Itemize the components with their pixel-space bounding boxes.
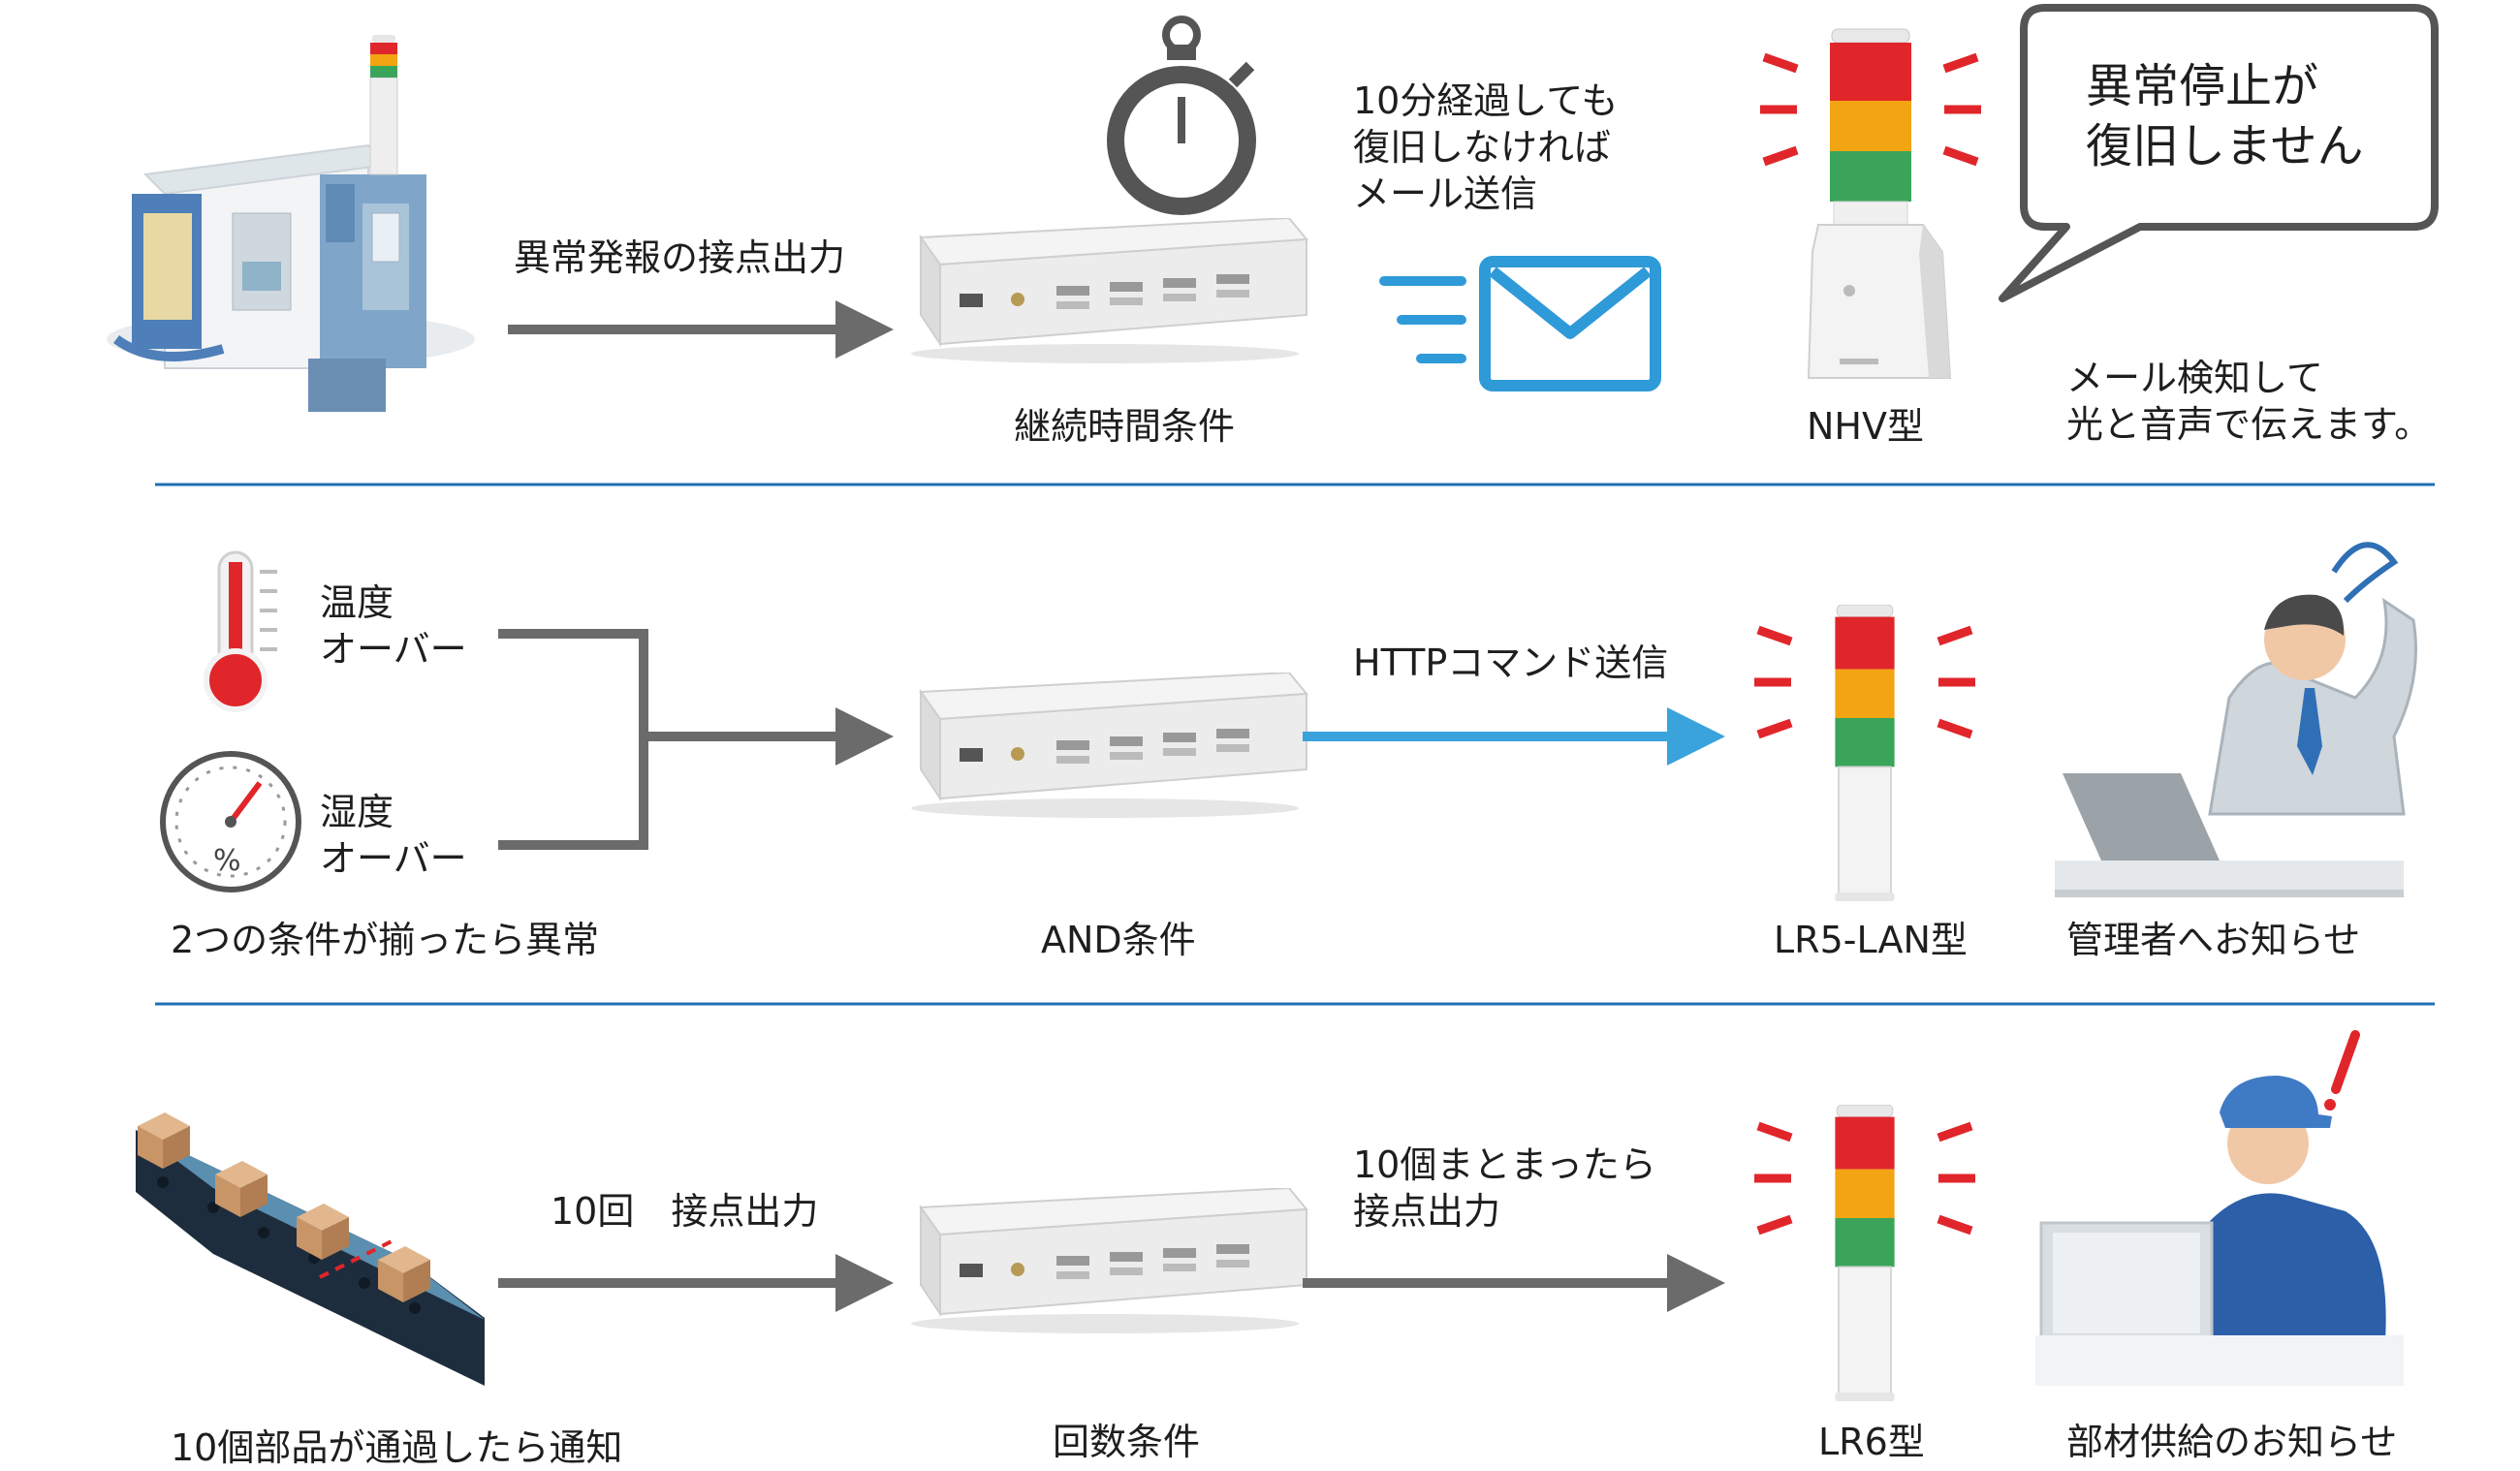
speech-bubble-text: 異常停止が 復旧しません bbox=[2086, 59, 2364, 173]
row1-mail-label: 10分経過しても 復旧しなければ メール送信 bbox=[1353, 79, 1619, 215]
row3-source-label: 10個部品が通過したら通知 bbox=[171, 1426, 623, 1469]
conveyor-belt-icon bbox=[136, 1112, 485, 1386]
row2-temp-label: 温度 オーバー bbox=[320, 581, 467, 671]
row1-arrow-label: 異常発報の接点出力 bbox=[514, 236, 846, 279]
row3-result-label: 部材供給のお知らせ bbox=[2066, 1421, 2398, 1463]
controller-box-icon bbox=[910, 218, 1307, 363]
row2-arrow-label: HTTPコマンド送信 bbox=[1353, 642, 1669, 684]
signal-tower-icon bbox=[1754, 1105, 1975, 1401]
row2-humid-label: 湿度 オーバー bbox=[320, 791, 467, 880]
worker-alert-icon bbox=[2035, 1030, 2404, 1386]
row2-result-label: 管理者へお知らせ bbox=[2066, 919, 2361, 961]
gauge-percent-symbol: % bbox=[213, 844, 241, 878]
speech-bubble bbox=[1999, 4, 2439, 302]
row2-source-label: 2つの条件が揃ったら異常 bbox=[171, 919, 600, 961]
row3-arrow-label: 10回 接点出力 bbox=[551, 1190, 819, 1233]
nhv-signal-tower-icon bbox=[1760, 28, 1981, 379]
row1-result-label: メール検知して 光と音声で伝えます。 bbox=[2066, 357, 2432, 446]
row3-tower-label: LR6型 bbox=[1818, 1421, 1925, 1463]
row2-tower-label: LR5-LAN型 bbox=[1774, 919, 1968, 961]
worried-admin-icon bbox=[2055, 542, 2417, 897]
signal-tower-icon bbox=[1754, 605, 1975, 901]
stopwatch-icon bbox=[1107, 16, 1256, 215]
mail-icon bbox=[1379, 256, 1661, 391]
row1-tower-label: NHV型 bbox=[1807, 405, 1924, 448]
machine-tool-icon bbox=[107, 35, 475, 412]
row2-device-label: AND条件 bbox=[1041, 919, 1196, 961]
row3-device-label: 回数条件 bbox=[1053, 1421, 1201, 1463]
controller-box-icon bbox=[910, 1188, 1307, 1333]
thermometer-icon bbox=[204, 550, 277, 712]
row1-device-label: 継続時間条件 bbox=[1014, 405, 1236, 448]
row3-output-label: 10個まとまったら 接点出力 bbox=[1353, 1143, 1656, 1233]
hygrometer-gauge-icon bbox=[160, 751, 301, 892]
controller-box-icon bbox=[910, 673, 1307, 818]
connector-temp bbox=[498, 629, 648, 736]
connector-humid bbox=[498, 736, 648, 850]
